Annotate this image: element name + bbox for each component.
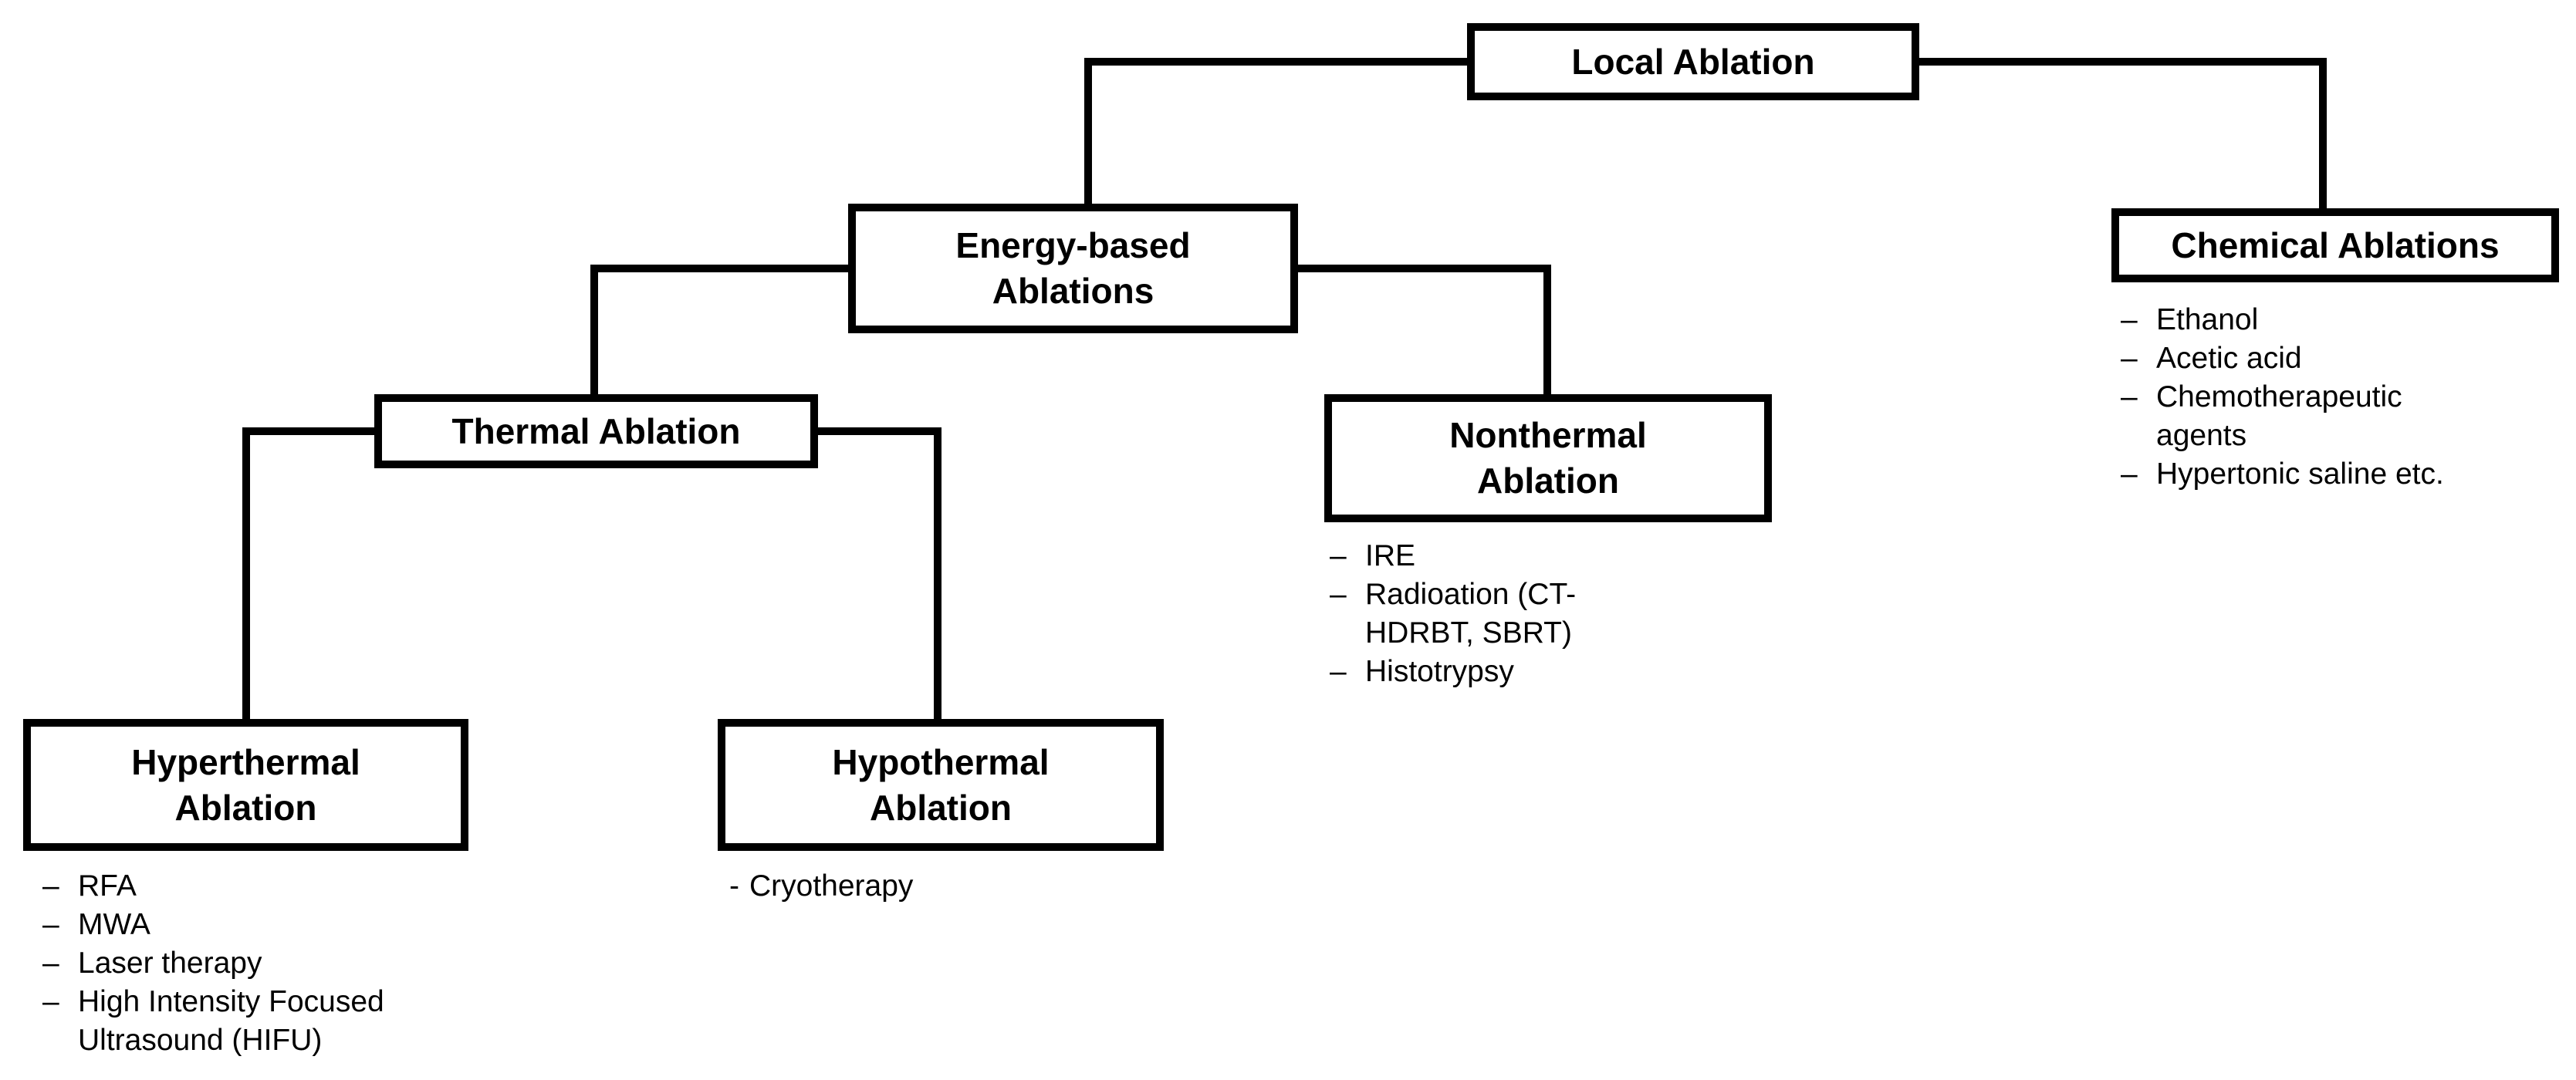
- connector-thermal-to-hyperthermal-vertical: [242, 427, 250, 723]
- node-local-ablation: Local Ablation: [1467, 23, 1919, 100]
- list-item: – Chemotherapeutic agents: [2121, 378, 2484, 455]
- dash-bullet: –: [2121, 303, 2138, 336]
- chemical-ablations-list: – Ethanol – Acetic acid – Chemotherapeut…: [2121, 301, 2484, 494]
- dash-bullet: –: [2121, 457, 2138, 491]
- node-energy-based-ablations: Energy-based Ablations: [848, 204, 1298, 333]
- dash-bullet: –: [42, 869, 59, 903]
- connector-local-to-chemical-vertical: [2319, 58, 2327, 212]
- list-item: – MWA: [42, 906, 441, 944]
- connector-thermal-to-hypothermal-horizontal: [815, 427, 941, 435]
- connector-energy-to-thermal-horizontal: [590, 265, 851, 272]
- node-nonthermal-ablation-label: Nonthermal Ablation: [1449, 415, 1647, 501]
- list-item-text: High Intensity Focused Ultrasound (HIFU): [78, 985, 384, 1057]
- dash-bullet: –: [1330, 539, 1347, 572]
- list-item: – IRE: [1330, 537, 1628, 575]
- node-hypothermal-ablation: Hypothermal Ablation: [718, 719, 1164, 851]
- node-chemical-ablations: Chemical Ablations: [2111, 208, 2559, 282]
- node-local-ablation-label: Local Ablation: [1571, 41, 1815, 82]
- node-hyperthermal-ablation: Hyperthermal Ablation: [23, 719, 468, 851]
- list-item: – RFA: [42, 867, 441, 906]
- list-item-text: Laser therapy: [78, 947, 262, 980]
- list-item-text: Acetic acid: [2156, 342, 2302, 375]
- connector-local-to-energy-vertical: [1084, 58, 1092, 208]
- list-item-text: Ethanol: [2156, 303, 2259, 336]
- list-item-text: MWA: [78, 908, 150, 941]
- dash-bullet: –: [2121, 380, 2138, 413]
- connector-energy-to-thermal-vertical: [590, 265, 598, 398]
- dash-bullet: –: [1330, 578, 1347, 611]
- dash-bullet: –: [42, 908, 59, 941]
- dash-bullet: –: [2121, 342, 2138, 375]
- hypothermal-ablation-list: - Cryotherapy: [729, 867, 1104, 906]
- connector-thermal-to-hypothermal-vertical: [934, 427, 941, 723]
- dash-bullet: –: [42, 947, 59, 980]
- node-chemical-ablations-label: Chemical Ablations: [2171, 224, 2500, 265]
- connector-thermal-to-hyperthermal-horizontal: [242, 427, 377, 435]
- list-item-text: Hypertonic saline etc.: [2156, 457, 2444, 491]
- list-item-text: IRE: [1365, 539, 1416, 572]
- list-item-text: Radioation (CT-HDRBT, SBRT): [1365, 578, 1577, 650]
- node-nonthermal-ablation: Nonthermal Ablation: [1324, 394, 1772, 522]
- list-item: – High Intensity Focused Ultrasound (HIF…: [42, 983, 441, 1060]
- node-hyperthermal-ablation-label: Hyperthermal Ablation: [131, 741, 360, 828]
- dash-bullet: –: [1330, 655, 1347, 688]
- list-item: – Histotrypsy: [1330, 653, 1628, 691]
- list-item: – Radioation (CT-HDRBT, SBRT): [1330, 575, 1628, 653]
- list-item: – Hypertonic saline etc.: [2121, 455, 2484, 494]
- node-thermal-ablation: Thermal Ablation: [374, 394, 818, 468]
- list-item-text: Cryotherapy: [749, 869, 914, 903]
- list-item: – Laser therapy: [42, 944, 441, 983]
- list-item-text: Histotrypsy: [1365, 655, 1514, 688]
- nonthermal-ablation-list: – IRE – Radioation (CT-HDRBT, SBRT) – Hi…: [1330, 537, 1628, 691]
- connector-local-to-energy-horizontal: [1084, 58, 1470, 66]
- dash-bullet: –: [42, 985, 59, 1018]
- connector-local-to-chemical-horizontal: [1916, 58, 2327, 66]
- node-thermal-ablation-label: Thermal Ablation: [451, 410, 741, 451]
- connector-energy-to-nonthermal-horizontal: [1295, 265, 1551, 272]
- hyperthermal-ablation-list: – RFA – MWA – Laser therapy – High Inten…: [42, 867, 441, 1060]
- dash-bullet: -: [729, 869, 739, 903]
- node-energy-based-ablations-label: Energy-based Ablations: [955, 225, 1191, 311]
- node-hypothermal-ablation-label: Hypothermal Ablation: [832, 741, 1050, 828]
- list-item: - Cryotherapy: [729, 867, 1104, 906]
- connector-energy-to-nonthermal-vertical: [1543, 265, 1551, 398]
- list-item: – Acetic acid: [2121, 339, 2484, 378]
- list-item-text: RFA: [78, 869, 137, 903]
- list-item: – Ethanol: [2121, 301, 2484, 339]
- list-item-text: Chemotherapeutic agents: [2156, 380, 2402, 452]
